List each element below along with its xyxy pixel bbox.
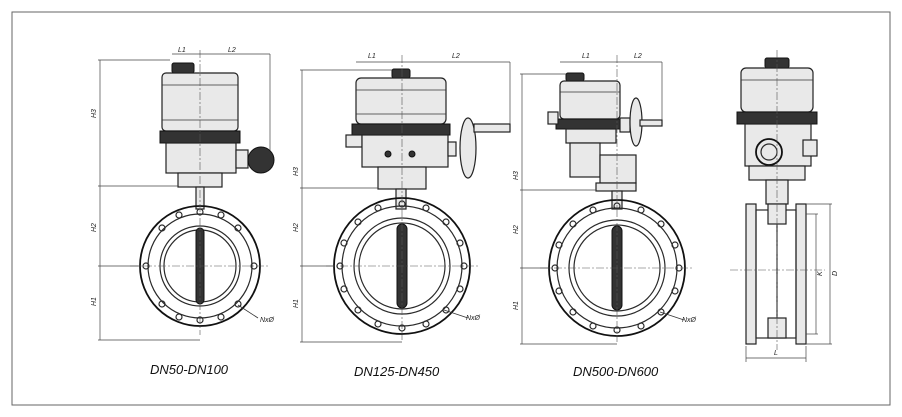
- dim-h3-view3: H3: [513, 171, 520, 180]
- dim-h1-view3: H1: [513, 301, 520, 310]
- dim-h1-view2: H1: [293, 299, 300, 308]
- dim-d: D: [832, 271, 839, 276]
- dim-h2-view2: H2: [293, 223, 300, 232]
- dim-bolt-view3: NxØ: [682, 317, 697, 324]
- sheet-border: [11, 11, 891, 406]
- dim-h1-view1: H1: [91, 297, 98, 306]
- dim-k: K: [817, 271, 824, 276]
- dim-bolt-view1: NxØ: [260, 317, 275, 324]
- view-side: [730, 50, 832, 362]
- dim-bolt-view2: NxØ: [466, 315, 481, 322]
- view-dn50-dn100: [98, 50, 275, 341]
- dim-l: L: [774, 350, 778, 357]
- caption-dn500-dn600: DN500-DN600: [573, 364, 659, 379]
- dim-h3-view2: H3: [293, 167, 300, 176]
- view-dn125-dn450: [300, 55, 511, 343]
- view-dn500-dn600: [520, 55, 694, 345]
- dim-l1-view3: L1: [582, 53, 590, 60]
- dim-h3-view1: H3: [91, 109, 98, 118]
- dim-l1-view1: L1: [178, 47, 186, 54]
- dim-h2-view3: H2: [513, 225, 520, 234]
- dim-l1-view2: L1: [368, 53, 376, 60]
- dim-l2-view1: L2: [228, 47, 236, 54]
- dim-l2-view3: L2: [634, 53, 642, 60]
- dim-h2-view1: H2: [91, 223, 98, 232]
- caption-dn125-dn450: DN125-DN450: [354, 364, 440, 379]
- dim-l2-view2: L2: [452, 53, 460, 60]
- bolt-holes-view2: [336, 200, 468, 332]
- caption-dn50-dn100: DN50-DN100: [150, 362, 229, 377]
